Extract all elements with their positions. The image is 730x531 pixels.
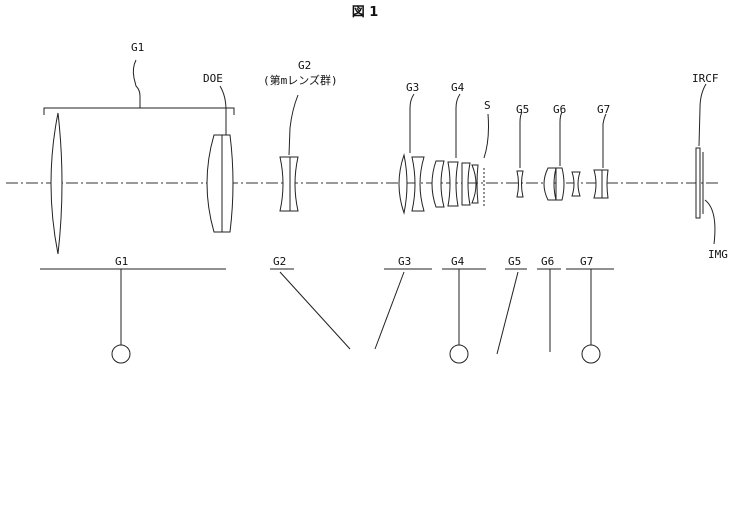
label-g5: G5 — [516, 103, 529, 116]
bottom-label-g3: G3 — [398, 255, 411, 268]
leader-g6 — [559, 111, 563, 166]
label-g2-sub: (第mレンズ群) — [263, 73, 338, 87]
label-g2: G2 — [298, 59, 311, 72]
lens-g1-front — [50, 112, 63, 255]
label-g6: G6 — [553, 103, 566, 116]
lens-g4 — [431, 160, 479, 208]
lens-g6 — [543, 167, 581, 201]
lens-g5 — [516, 170, 524, 198]
label-g7: G7 — [597, 103, 610, 116]
lens-g7 — [593, 169, 609, 199]
label-g1: G1 — [131, 41, 144, 54]
leader-g2 — [288, 94, 299, 156]
leader-img — [704, 199, 716, 245]
leader-doe — [219, 85, 227, 135]
figure-title: 図 1 — [352, 5, 379, 20]
label-g4: G4 — [451, 81, 465, 94]
label-g3: G3 — [406, 81, 419, 94]
bottom-label-g2: G2 — [273, 255, 286, 268]
leader-g3 — [409, 93, 415, 153]
bottom-label-g4: G4 — [451, 255, 465, 268]
leader-g7 — [602, 113, 607, 168]
leader-g5 — [519, 111, 523, 168]
label-doe: DOE — [203, 72, 223, 85]
bottom-label-g6: G6 — [541, 255, 554, 268]
ircf-filter — [695, 147, 701, 219]
lens-g2 — [279, 156, 299, 212]
lens-doe-group — [206, 134, 234, 233]
bottom-legend — [40, 268, 614, 364]
bottom-label-g5: G5 — [508, 255, 521, 268]
leader-g4 — [455, 93, 461, 158]
label-img: IMG — [708, 248, 728, 261]
lens-g3 — [398, 153, 425, 215]
bottom-label-g1: G1 — [115, 255, 128, 268]
g1-bracket — [43, 59, 235, 115]
leader-ircf — [698, 83, 707, 147]
bottom-label-g7: G7 — [580, 255, 593, 268]
label-ircf: IRCF — [692, 72, 719, 85]
label-s: S — [484, 99, 491, 112]
leader-s — [483, 113, 489, 159]
